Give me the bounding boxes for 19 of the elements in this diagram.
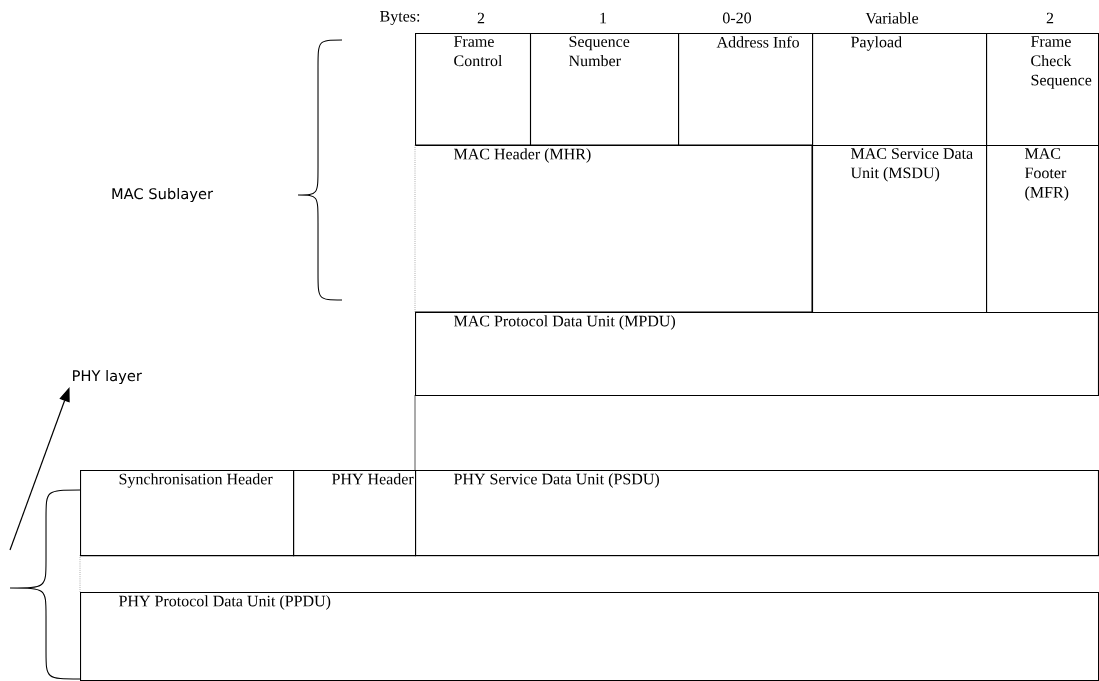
table-cell: Address Info xyxy=(678,33,814,147)
byte-count: 0-20 xyxy=(722,12,752,24)
curly-brace xyxy=(9,489,81,680)
table-cell: Sequence Number xyxy=(530,33,680,147)
byte-count: 2 xyxy=(477,12,485,24)
layer-label: PHY layer xyxy=(73,369,142,385)
table-cell: MAC Service Data Unit (MSDU) xyxy=(812,145,988,313)
table-cell: MAC Protocol Data Unit (MPDU) xyxy=(415,312,1099,396)
table-cell: PHY Service Data Unit (PSDU) xyxy=(415,470,1099,557)
table-cell: Frame Control xyxy=(415,33,531,147)
table-cell: MAC Header (MHR) xyxy=(414,144,813,313)
table-cell: Frame Check Sequence xyxy=(986,33,1099,147)
table-cell: MAC Footer (MFR) xyxy=(986,145,1099,313)
table-cell: PHY Protocol Data Unit (PPDU) xyxy=(80,592,1099,681)
row-label: Bytes: xyxy=(380,11,420,25)
table-cell: Payload xyxy=(812,33,988,147)
table-cell: Synchronisation Header xyxy=(80,470,295,557)
table-cell: PHY Header xyxy=(293,470,417,557)
layer-label: MAC Sublayer xyxy=(112,187,214,203)
